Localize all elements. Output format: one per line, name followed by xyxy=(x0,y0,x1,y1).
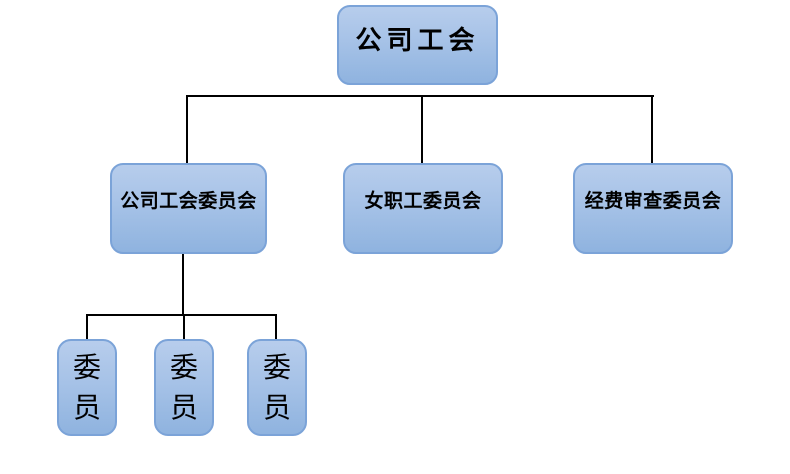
node-member-1: 委员 xyxy=(57,339,117,436)
connector-lower-horizontal xyxy=(86,314,277,316)
connector-member-drop-2 xyxy=(183,314,185,340)
connector-committee-stem xyxy=(182,254,184,315)
node-member-3-label: 委员 xyxy=(262,350,291,424)
node-member-2-label: 委员 xyxy=(169,350,198,424)
node-company-union-label: 公司工会 xyxy=(355,26,480,56)
connector-drop-middle xyxy=(421,95,423,163)
node-union-committee-label: 公司工会委员会 xyxy=(120,190,257,212)
node-women-workers-committee: 女职工委员会 xyxy=(343,163,503,254)
node-company-union: 公司工会 xyxy=(337,5,498,85)
node-member-2: 委员 xyxy=(154,339,214,436)
node-funds-audit-committee-label: 经费审查委员会 xyxy=(584,190,722,212)
node-funds-audit-committee: 经费审查委员会 xyxy=(573,163,733,254)
connector-drop-left xyxy=(186,95,188,163)
connector-top-horizontal xyxy=(186,95,654,97)
node-women-workers-committee-label: 女职工委员会 xyxy=(364,190,482,212)
node-union-committee: 公司工会委员会 xyxy=(110,163,267,254)
connector-member-drop-1 xyxy=(86,314,88,340)
node-member-3: 委员 xyxy=(247,339,307,436)
connector-member-drop-3 xyxy=(275,314,277,340)
connector-drop-right xyxy=(651,95,653,163)
node-member-1-label: 委员 xyxy=(72,350,101,424)
